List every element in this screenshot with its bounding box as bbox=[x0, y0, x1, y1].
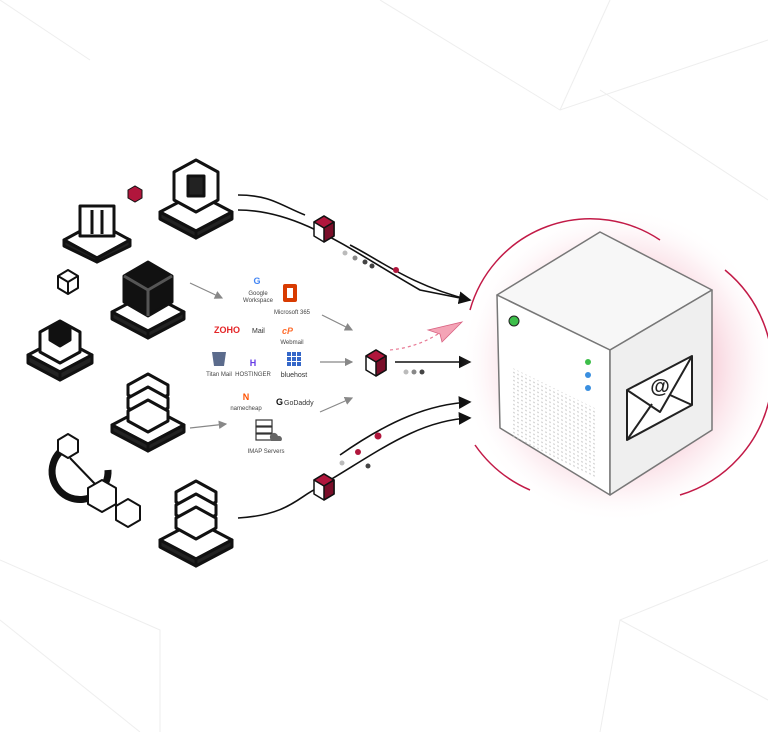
hostinger-logo-icon: H bbox=[250, 358, 257, 368]
microsoft-label: Microsoft 365 bbox=[274, 310, 311, 316]
bluehost-grid-icon bbox=[287, 352, 301, 366]
bluehost-label: bluehost bbox=[281, 372, 308, 379]
google-logo-icon: G bbox=[253, 276, 260, 286]
webmail-label: Webmail bbox=[280, 340, 303, 346]
accent-cube-topleft bbox=[127, 185, 143, 203]
titan-logo-icon bbox=[212, 352, 226, 366]
envelope-at-icon: @ bbox=[626, 355, 693, 441]
imap-server-icon bbox=[255, 419, 273, 441]
provider-imap: IMAP Servers bbox=[248, 419, 285, 455]
packet-cube-top bbox=[313, 215, 335, 243]
hostinger-label: HOSTINGER bbox=[235, 372, 271, 378]
at-sign-text: @ bbox=[650, 376, 670, 398]
provider-google: G Google Workspace bbox=[243, 276, 274, 304]
power-led bbox=[508, 315, 520, 327]
trail-dots bbox=[339, 250, 425, 469]
provider-microsoft: Microsoft 365 bbox=[274, 284, 311, 316]
source-node-small-cube bbox=[57, 269, 79, 295]
source-node-ring-cubes bbox=[48, 433, 141, 528]
godaddy-logo-icon: G bbox=[276, 397, 283, 407]
provider-zoho: ZOHO Mail bbox=[214, 325, 265, 335]
namecheap-logo-icon: N bbox=[243, 392, 250, 402]
imap-label: IMAP Servers bbox=[248, 449, 285, 455]
status-led-blue-2 bbox=[585, 385, 591, 391]
status-led-blue-1 bbox=[585, 372, 591, 378]
godaddy-label: GoDaddy bbox=[284, 400, 314, 407]
flow-lines-grey bbox=[189, 282, 354, 429]
cpanel-logo-icon: cP bbox=[282, 326, 294, 336]
titan-label: Titan Mail bbox=[206, 372, 232, 378]
status-led-green bbox=[585, 359, 591, 365]
google-label-line2: Workspace bbox=[243, 298, 274, 304]
provider-godaddy: G GoDaddy bbox=[276, 397, 314, 407]
source-node-stacked-platform bbox=[26, 319, 94, 382]
provider-hostinger: H HOSTINGER bbox=[235, 358, 271, 378]
packet-cube-bottom bbox=[313, 473, 335, 501]
flow-lines bbox=[237, 194, 472, 519]
source-node-outline-cube bbox=[62, 204, 132, 264]
zoho-mail-label: Mail bbox=[252, 328, 265, 335]
source-node-hollow-box bbox=[158, 158, 234, 240]
provider-namecheap: N namecheap bbox=[230, 392, 262, 412]
provider-cpanel: cP Webmail bbox=[280, 326, 303, 346]
provider-bluehost: bluehost bbox=[281, 352, 308, 379]
source-node-bottom-stack bbox=[158, 479, 234, 568]
status-leds bbox=[508, 315, 591, 391]
source-node-server-stack bbox=[110, 372, 186, 453]
packet-cube-middle bbox=[365, 349, 387, 377]
zoho-logo-icon: ZOHO bbox=[214, 325, 240, 335]
namecheap-label: namecheap bbox=[230, 406, 262, 412]
google-label-line1: Google bbox=[248, 291, 268, 297]
paper-plane-icon bbox=[389, 321, 464, 351]
provider-titan: Titan Mail bbox=[206, 352, 232, 378]
cloud-icon bbox=[269, 432, 282, 441]
source-node-solid-cube bbox=[110, 260, 186, 340]
